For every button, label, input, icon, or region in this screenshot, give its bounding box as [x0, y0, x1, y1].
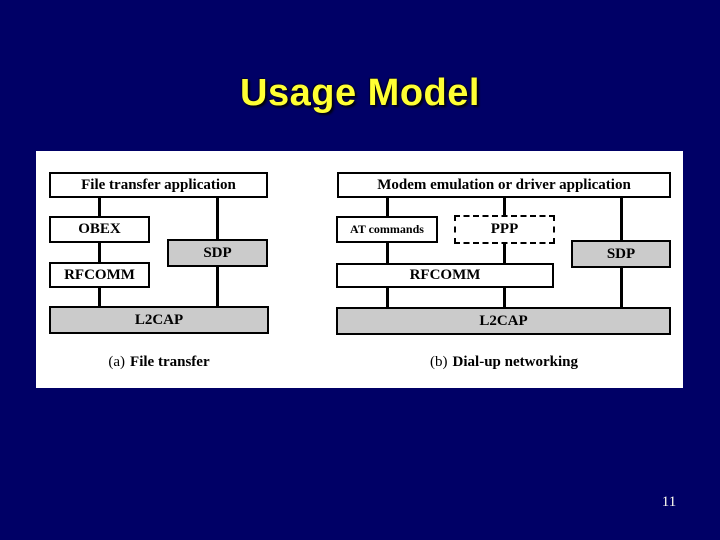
box-l2cap-a: L2CAP [49, 306, 269, 334]
caption-file-transfer: (a)File transfer [49, 354, 269, 371]
connector-app-sdp-b [620, 198, 623, 240]
box-sdp-a: SDP [167, 239, 268, 267]
connector-sdp-l2cap-b [620, 268, 623, 307]
box-file-transfer-application: File transfer application [49, 172, 268, 198]
connector-rfcomm-l2cap-b1 [386, 288, 389, 307]
connector-rfcomm-l2cap-a [98, 288, 101, 306]
diagram-panel: File transfer application OBEX SDP RFCOM… [36, 151, 683, 388]
box-at-commands: AT commands [336, 216, 438, 243]
box-modem-emulation-application: Modem emulation or driver application [337, 172, 671, 198]
slide-title: Usage Model [240, 72, 480, 114]
box-ppp: PPP [454, 215, 555, 244]
connector-ppp-rfcomm [503, 244, 506, 263]
box-sdp-b: SDP [571, 240, 671, 268]
caption-a-text: File transfer [130, 354, 210, 370]
caption-b-prefix: (b) [430, 354, 448, 370]
caption-dial-up-networking: (b)Dial-up networking [354, 354, 654, 371]
box-rfcomm-a: RFCOMM [49, 262, 150, 288]
box-obex: OBEX [49, 216, 150, 243]
connector-app-ppp [503, 198, 506, 215]
connector-at-rfcomm [386, 243, 389, 263]
page-number: 11 [661, 494, 677, 510]
connector-app-at [386, 198, 389, 216]
caption-a-prefix: (a) [108, 354, 126, 370]
caption-b-text: Dial-up networking [452, 354, 578, 370]
connector-sdp-l2cap-a [216, 267, 219, 306]
connector-app-obex [98, 198, 101, 216]
connector-app-sdp-a [216, 198, 219, 239]
connector-rfcomm-l2cap-b2 [503, 288, 506, 307]
box-rfcomm-b: RFCOMM [336, 263, 554, 288]
box-l2cap-b: L2CAP [336, 307, 671, 335]
connector-obex-rfcomm [98, 243, 101, 262]
